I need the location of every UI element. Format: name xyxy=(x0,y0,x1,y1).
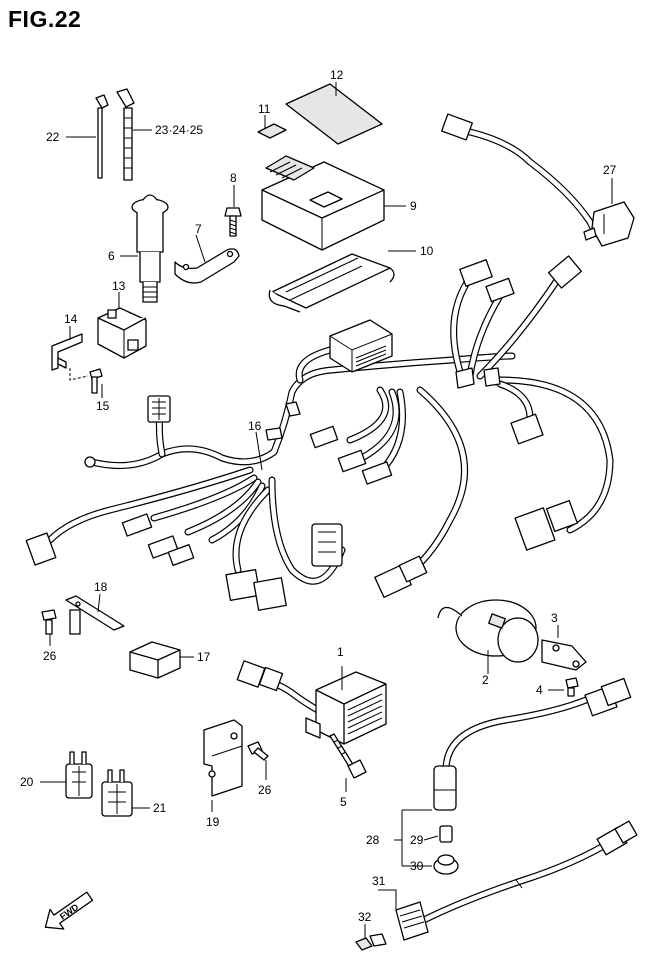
part-12-sheet xyxy=(285,83,383,145)
label-10: 10 xyxy=(420,244,434,258)
part-23-cable-tie xyxy=(116,88,135,181)
label-1: 1 xyxy=(337,645,344,659)
part-9-ecm xyxy=(261,155,385,251)
label-32: 32 xyxy=(358,910,372,924)
part-16-wiring-harness xyxy=(25,255,614,611)
label-18: 18 xyxy=(94,580,108,594)
label-4: 4 xyxy=(536,683,543,697)
part-6-sensor xyxy=(131,194,169,303)
label-31: 31 xyxy=(372,874,386,888)
part-29-terminal xyxy=(439,825,453,843)
part-17-relay xyxy=(129,641,181,679)
part-14-bracket xyxy=(51,333,83,371)
part-31-wire xyxy=(395,820,638,941)
figure-title: FIG.22 xyxy=(8,6,82,32)
part-8-bolt xyxy=(224,207,242,237)
part-30-cap xyxy=(433,854,459,875)
label-30: 30 xyxy=(410,859,424,873)
part-lead-wire xyxy=(433,677,632,811)
part-21-connector xyxy=(101,769,133,817)
part-20-connector xyxy=(65,751,93,799)
part-2-flasher xyxy=(437,599,539,663)
part-32-fuse xyxy=(355,933,387,951)
part-7-bracket xyxy=(174,248,240,284)
label-28: 28 xyxy=(366,833,380,847)
part-26-bolt-lower xyxy=(247,741,269,761)
label-13: 13 xyxy=(112,279,126,293)
part-15-bolt xyxy=(89,368,103,394)
label-19: 19 xyxy=(206,815,220,829)
label-21: 21 xyxy=(153,801,167,815)
label-27: 27 xyxy=(603,163,617,177)
part-11-label xyxy=(257,123,287,139)
label-26-upper: 26 xyxy=(43,649,57,663)
part-5-bolt xyxy=(329,733,367,779)
label-20: 20 xyxy=(20,775,34,789)
label-26-lower: 26 xyxy=(258,783,272,797)
part-27-sensor xyxy=(441,113,635,247)
label-23-24-25: 23·24·25 xyxy=(155,123,203,137)
part-4-bolt xyxy=(565,677,579,697)
label-8: 8 xyxy=(230,171,237,185)
label-22: 22 xyxy=(46,130,60,144)
part-10-strap xyxy=(268,253,395,313)
label-3: 3 xyxy=(551,611,558,625)
label-29: 29 xyxy=(410,833,424,847)
part-1-regulator xyxy=(236,660,387,745)
label-7: 7 xyxy=(195,222,202,236)
label-17: 17 xyxy=(197,650,211,664)
label-12: 12 xyxy=(330,68,344,82)
part-18-bracket xyxy=(65,595,125,635)
part-19-bracket xyxy=(203,719,243,797)
label-15: 15 xyxy=(96,399,110,413)
label-14: 14 xyxy=(64,312,78,326)
label-5: 5 xyxy=(340,795,347,809)
part-13-relay xyxy=(97,307,147,359)
part-22-cable-tie xyxy=(95,94,109,179)
label-11: 11 xyxy=(258,102,271,116)
label-6: 6 xyxy=(108,249,115,263)
part-26-bolt-upper xyxy=(41,609,57,635)
label-2: 2 xyxy=(482,673,489,687)
label-16: 16 xyxy=(248,419,262,433)
part-3-bracket xyxy=(541,639,587,671)
fwd-arrow-icon: FWD xyxy=(44,891,94,930)
label-9: 9 xyxy=(410,199,417,213)
